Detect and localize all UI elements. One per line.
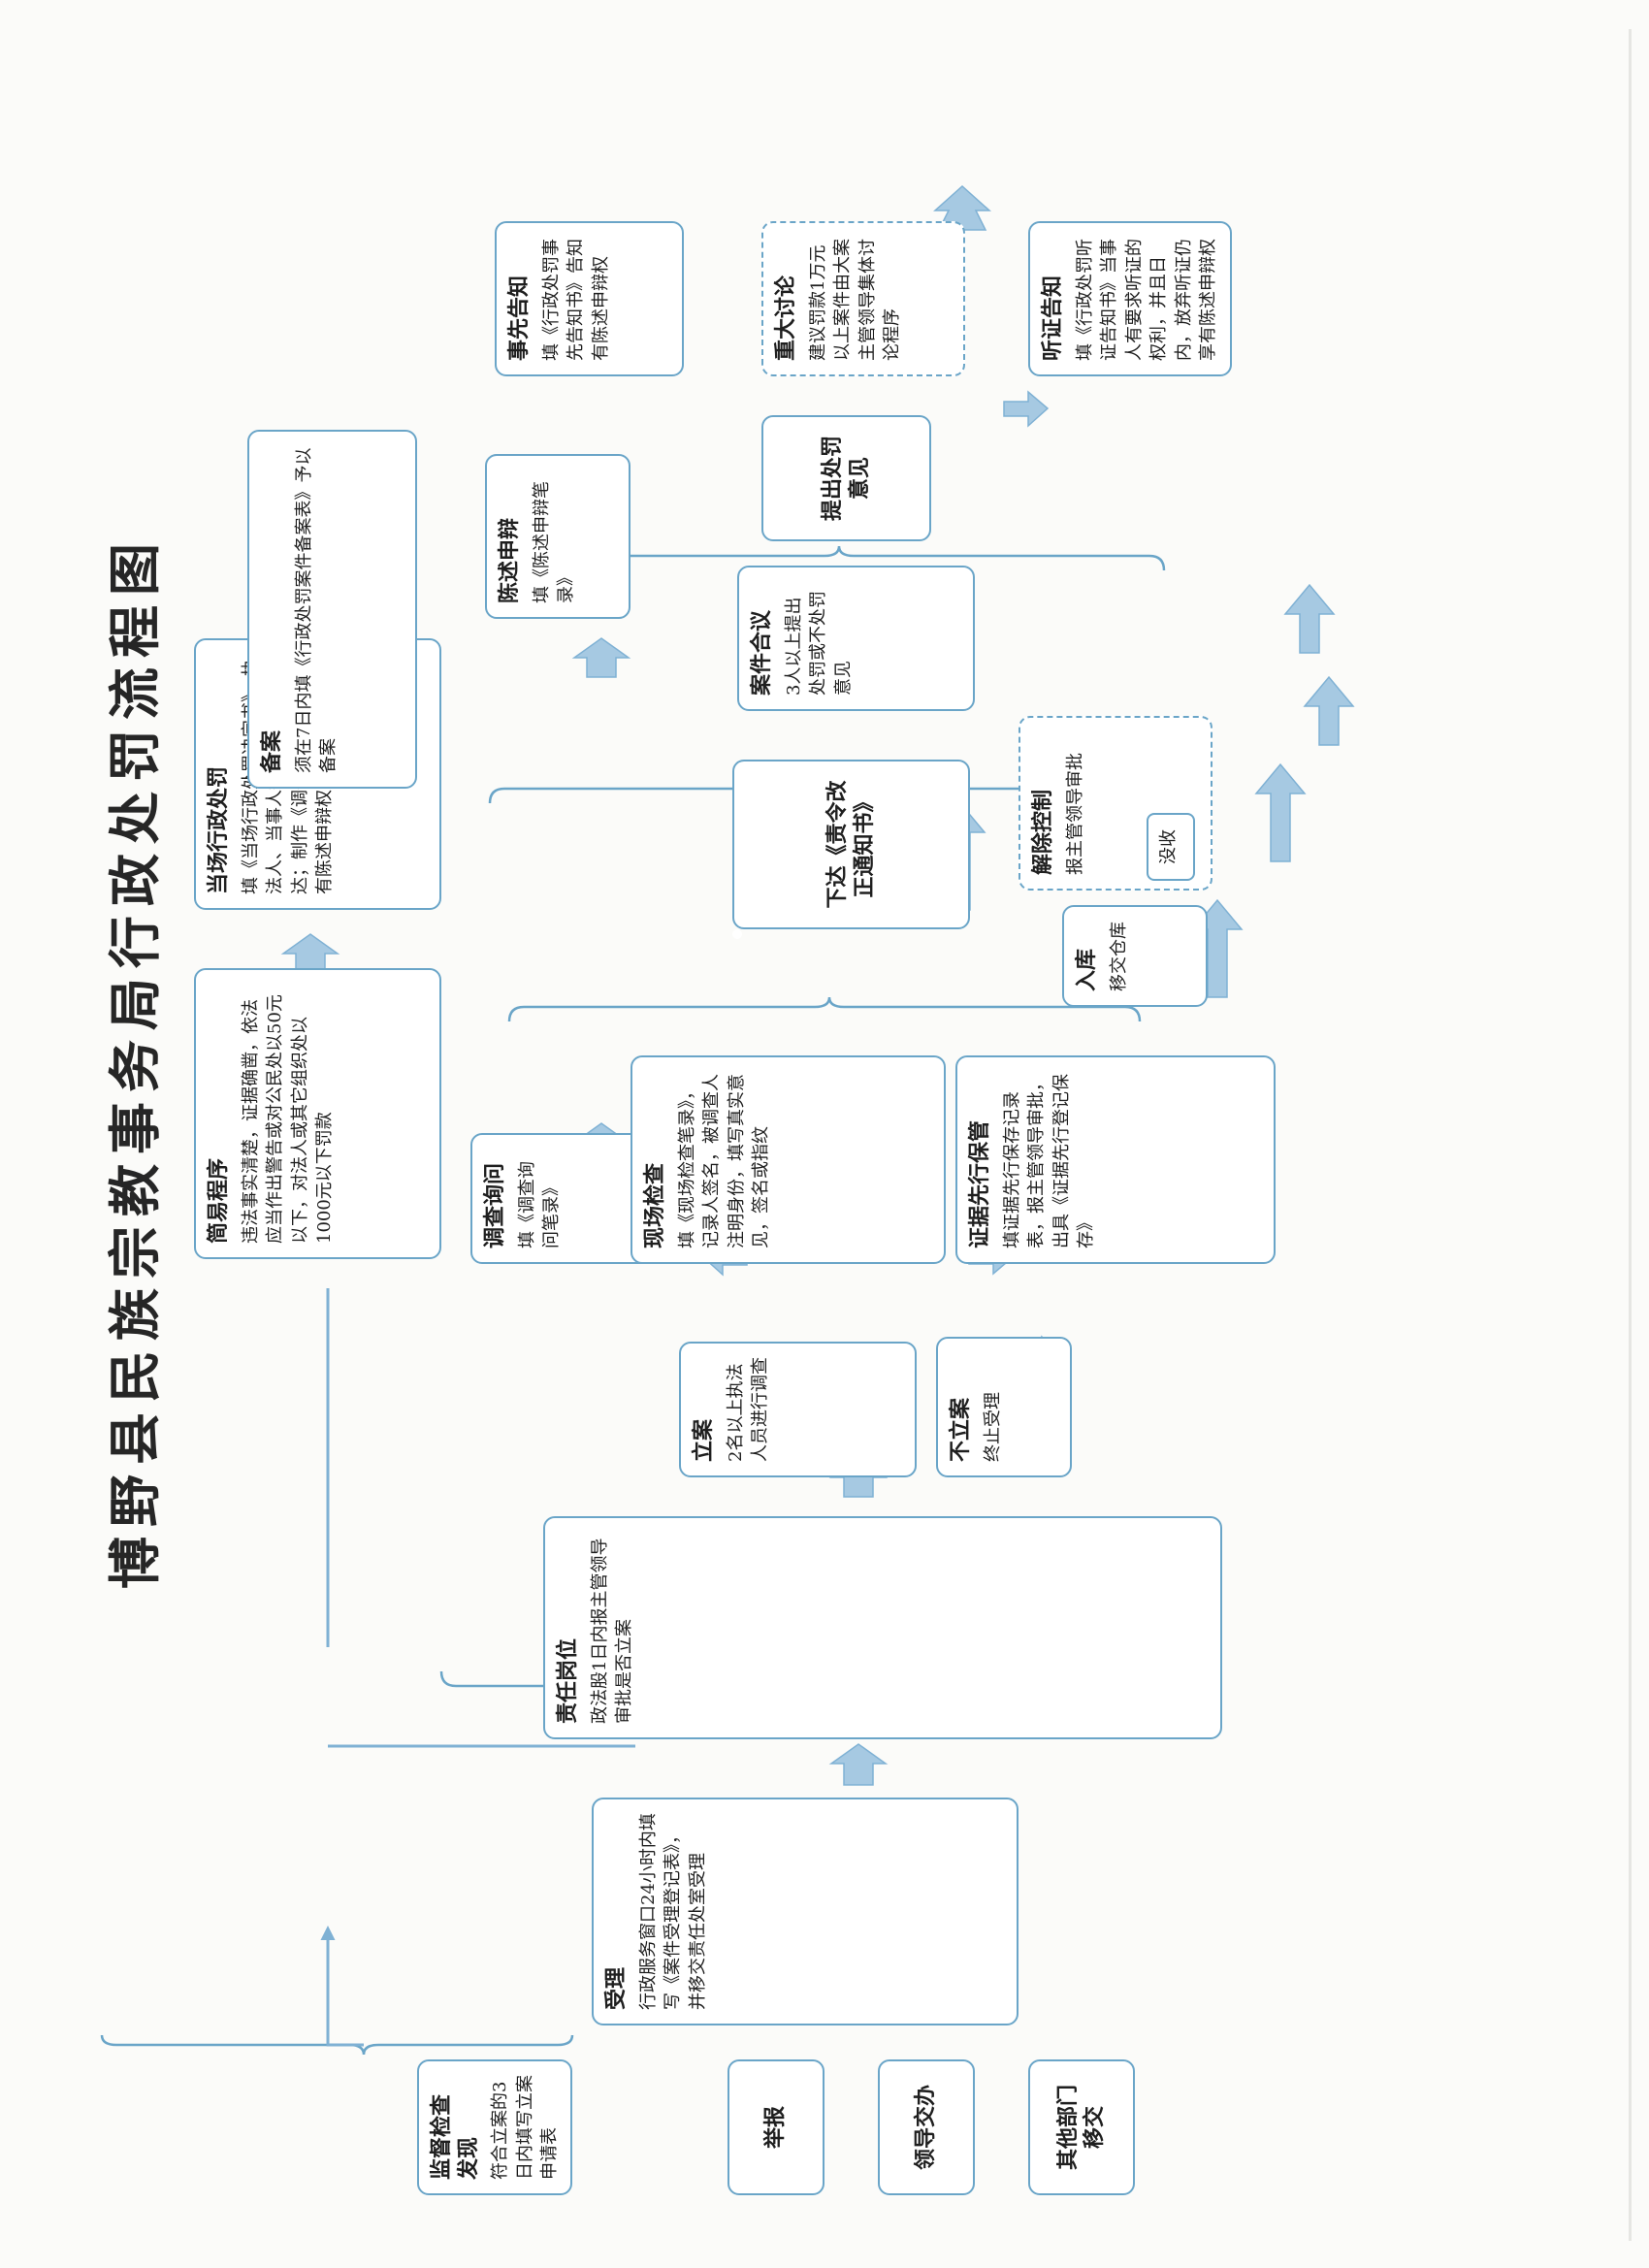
step-jiechu-title: 解除控制 [1031, 789, 1055, 875]
step-beian-title: 备案 [260, 729, 284, 773]
step-anjian-title: 案件合议 [750, 609, 774, 696]
step-diaocha-title: 调查询问 [483, 1162, 507, 1248]
step-bulian-body: 终止受理 [982, 1392, 1003, 1462]
step-bulian-title: 不立案 [949, 1397, 973, 1462]
step-zeren: 责任岗位 政法股1日内报主管领导审批是否立案 [543, 1516, 1222, 1739]
step-beian-body: 须在7日内填《行政处罚案件备案表》予以备案 [293, 447, 340, 773]
step-bulian: 不立案 终止受理 [936, 1337, 1072, 1477]
step-jianyi-title: 简易程序 [207, 1157, 231, 1244]
step-chenshu-body: 填《陈述申辩笔录》 [531, 481, 577, 603]
step-xiada-title: 下达《责令改正通知书》 [825, 780, 877, 909]
step-lian-title: 立案 [692, 1418, 716, 1462]
step-zhengju: 证据先行保管 填证据先行保存记录表，报主管领导审批，出具《证据先行登记保存》 [955, 1055, 1276, 1264]
step-chenshu-title: 陈述申辩 [498, 517, 522, 603]
source-lingdao: 领导交办 [878, 2059, 975, 2195]
scan-edge-line [1629, 29, 1632, 2241]
step-ruku: 入库 移交仓库 [1062, 905, 1208, 1007]
step-beian: 备案 须在7日内填《行政处罚案件备案表》予以备案 [247, 430, 417, 789]
step-shixian-title: 事先告知 [507, 275, 532, 361]
brace-gaozhi [507, 996, 1142, 1022]
step-xianchang-body: 填《现场检查笔录》，记录人签名，被调查人注明身份，填写真实意见，签名或指纹 [676, 1074, 772, 1248]
source-qita-title: 其他部门移交 [1055, 2085, 1108, 2171]
step-jiechu-group: 解除控制 报主管领导审批 没收 [1018, 716, 1212, 891]
step-xianchang-title: 现场检查 [643, 1162, 667, 1248]
step-jiechu-body: 报主管领导审批 [1064, 753, 1085, 875]
step-jianyi-body: 违法事实清楚，证据确凿，依法应当作出警告或对公民处以50元以下，对法人或其它组织… [240, 994, 336, 1244]
step-zhongda-title: 重大讨论 [774, 275, 798, 361]
step-shouli-title: 受理 [604, 1966, 629, 2010]
source-jubao: 举报 [728, 2059, 824, 2195]
step-anjian-body: 3人以上提出处罚或不处罚意见 [783, 591, 854, 696]
step-shouli: 受理 行政服务窗口24小时内填写《案件受理登记表》，并移交责任处室受理 [592, 1798, 1018, 2025]
step-tingzheng-gaozhi-body: 填《行政处罚听证告知书》当事人有要求听证的权利，并且日内，放弃听证仍享有陈述申辩… [1074, 239, 1219, 361]
step-zeren-body: 政法股1日内报主管领导审批是否立案 [589, 1538, 635, 1724]
step-tingzheng-gaozhi: 听证告知 填《行政处罚听证告知书》当事人有要求听证的权利，并且日内，放弃听证仍享… [1028, 221, 1232, 376]
step-tichu: 提出处罚意见 [761, 415, 931, 541]
step-xianchang: 现场检查 填《现场检查笔录》，记录人签名，被调查人注明身份，填写真实意见，签名或… [630, 1055, 946, 1264]
source-jiancha-title: 监督检查发现 [430, 2093, 481, 2180]
step-diaocha-body: 填《调查询问笔录》 [516, 1161, 563, 1248]
brace-sources [100, 2034, 574, 2056]
source-qita: 其他部门移交 [1028, 2059, 1135, 2195]
step-moshou: 没收 [1147, 813, 1195, 881]
step-tingzheng-gaozhi-title: 听证告知 [1041, 275, 1065, 361]
source-jiancha-body: 符合立案的3日内填写立案申请表 [490, 2075, 561, 2180]
step-chenshu: 陈述申辩 填《陈述申辩笔录》 [485, 454, 630, 619]
source-jubao-title: 举报 [763, 2106, 789, 2150]
step-zhongda: 重大讨论 建议罚款1万元以上案件由大案主管领导集体讨论程序 [761, 221, 965, 376]
step-lian: 立案 2名以上执法人员进行调查 [679, 1342, 917, 1477]
step-anjian [732, 929, 742, 939]
simple-route-line [320, 1288, 364, 2047]
step-zhengju-title: 证据先行保管 [968, 1119, 992, 1248]
step-anjian-main: 案件合议 3人以上提出处罚或不处罚意见 [737, 566, 975, 711]
step-zhengju-body: 填证据先行保存记录表，报主管领导审批，出具《证据先行登记保存》 [1001, 1074, 1097, 1248]
step-dangchang-title: 当场行政处罚 [207, 765, 231, 894]
step-xiada: 下达《责令改正通知书》 [732, 760, 970, 929]
step-shouli-body: 行政服务窗口24小时内填写《案件受理登记表》，并移交责任处室受理 [637, 1813, 708, 2010]
step-lian-body: 2名以上执法人员进行调查 [725, 1357, 771, 1462]
step-zhongda-body: 建议罚款1万元以上案件由大案主管领导集体讨论程序 [807, 239, 903, 361]
step-jianyi: 简易程序 违法事实清楚，证据确凿，依法应当作出警告或对公民处以50元以下，对法人… [194, 968, 441, 1259]
step-ruku-title: 入库 [1075, 948, 1099, 991]
step-shixian-body: 填《行政处罚事先告知书》告知有陈述申辩权 [540, 239, 611, 361]
page-title: 博野县民族宗教事务局行政处罚流程图 [104, 534, 166, 1589]
step-shixian: 事先告知 填《行政处罚事先告知书》告知有陈述申辩权 [495, 221, 684, 376]
step-tichu-title: 提出处罚意见 [821, 436, 872, 522]
source-lingdao-title: 领导交办 [914, 2085, 939, 2171]
step-ruku-body: 移交仓库 [1108, 922, 1129, 991]
step-zeren-title: 责任岗位 [556, 1637, 580, 1724]
source-jiancha: 监督检查发现 符合立案的3日内填写立案申请表 [417, 2059, 572, 2195]
